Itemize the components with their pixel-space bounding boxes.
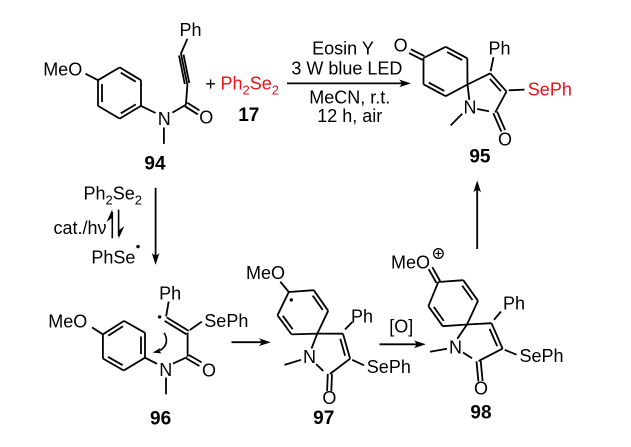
svg-text:Ph: Ph [488, 38, 510, 58]
svg-text:O: O [202, 360, 216, 380]
svg-text:MeO: MeO [48, 311, 87, 331]
svg-text:O: O [394, 36, 408, 56]
svg-text:SePh: SePh [367, 357, 411, 377]
svg-text:O: O [498, 130, 512, 150]
svg-text:[O]: [O] [389, 317, 413, 337]
svg-text:Ph: Ph [179, 20, 201, 40]
svg-text:Ph2Se2: Ph2Se2 [84, 184, 143, 208]
svg-text:12 h, air: 12 h, air [317, 106, 382, 126]
svg-text:cat./hν: cat./hν [54, 218, 107, 238]
svg-text:N: N [303, 347, 316, 367]
svg-text:+: + [205, 74, 216, 94]
svg-text:MeO: MeO [246, 263, 285, 283]
svg-text:Ph: Ph [503, 293, 525, 313]
svg-text:95: 95 [469, 146, 491, 167]
svg-text:96: 96 [150, 408, 171, 429]
svg-text:N: N [158, 109, 171, 129]
svg-text:17: 17 [238, 105, 259, 126]
svg-text:MeO: MeO [43, 59, 82, 79]
svg-text:98: 98 [470, 403, 491, 424]
svg-text:N: N [449, 337, 462, 357]
svg-text:O: O [474, 379, 488, 399]
svg-text:MeCN, r.t.: MeCN, r.t. [309, 87, 390, 107]
svg-text:97: 97 [313, 408, 334, 429]
svg-text:3 W blue LED: 3 W blue LED [291, 59, 402, 79]
svg-text:Ph: Ph [159, 283, 181, 303]
svg-text:N: N [464, 97, 477, 117]
svg-text:MeO: MeO [391, 253, 430, 273]
svg-text:Ph2Se2: Ph2Se2 [221, 74, 280, 98]
svg-text:SePh: SePh [528, 79, 572, 99]
svg-text:94: 94 [144, 153, 166, 174]
svg-text:O: O [199, 108, 213, 128]
svg-text:N: N [159, 360, 172, 380]
svg-text:PhSe: PhSe [91, 248, 135, 268]
svg-text:Ph: Ph [351, 307, 373, 327]
svg-text:SePh: SePh [204, 311, 248, 331]
svg-text:Eosin Y: Eosin Y [312, 39, 374, 59]
svg-text:SePh: SePh [520, 346, 564, 366]
svg-text:O: O [322, 388, 336, 408]
